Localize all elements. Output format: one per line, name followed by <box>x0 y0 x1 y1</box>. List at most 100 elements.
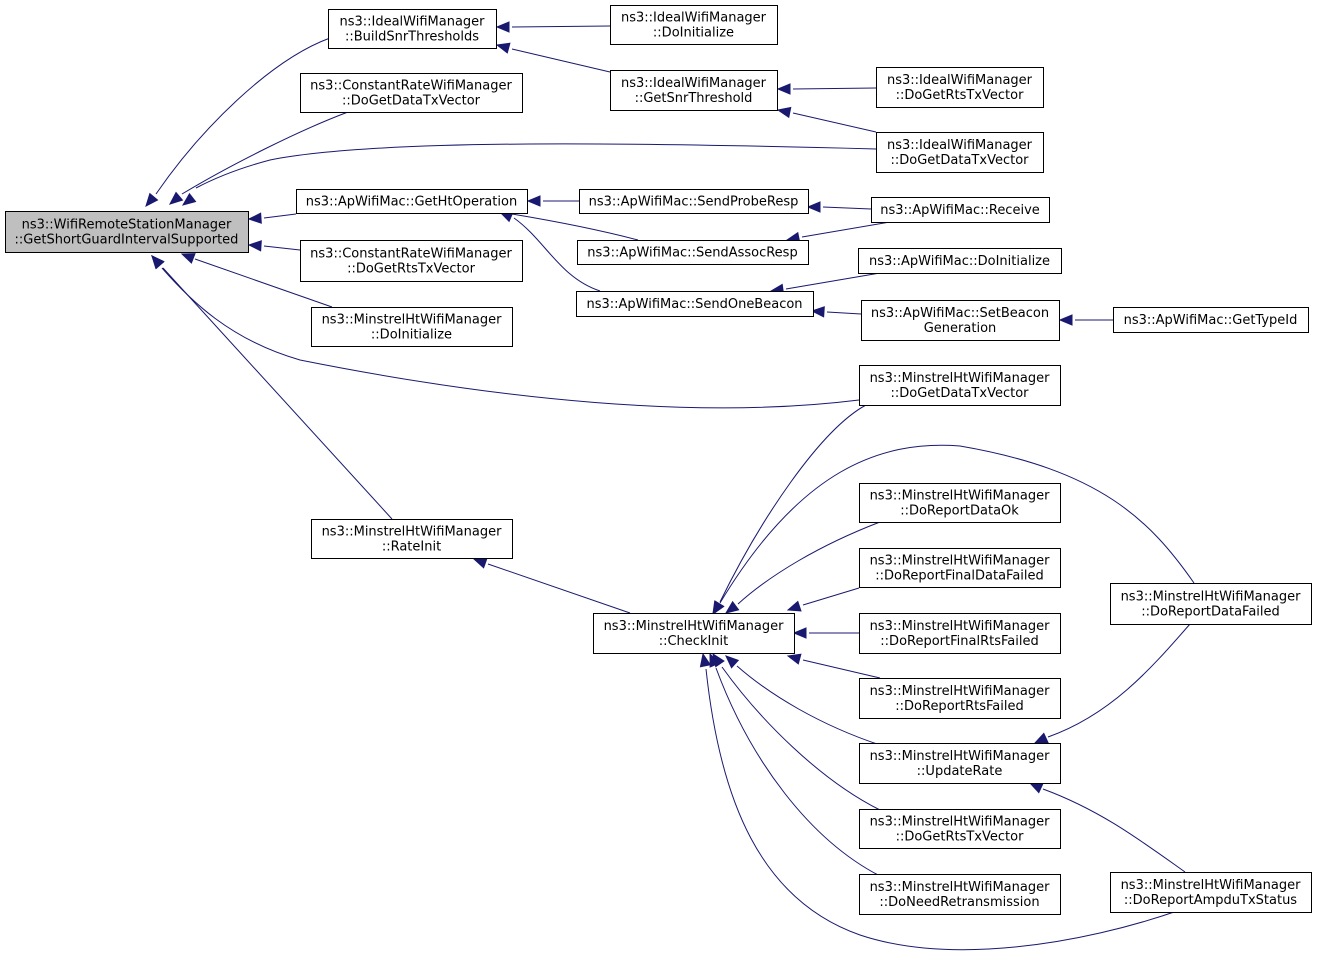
node-box <box>610 5 778 45</box>
node-box <box>859 365 1061 406</box>
node-box <box>858 248 1062 274</box>
node-box <box>859 548 1061 588</box>
node-box <box>577 240 809 265</box>
edge-arrowhead <box>786 600 802 612</box>
edge-arrowhead <box>247 240 262 252</box>
node-mhwm_rinit[interactable]: ns3::MinstrelHtWifiManager::RateInit <box>311 519 513 559</box>
edge-arrowhead <box>145 192 159 207</box>
node-label-line: ns3::IdealWifiManager <box>339 15 485 30</box>
edge-mhwm_ur-to-mhwm_ci <box>725 655 881 746</box>
node-iwm_gst[interactable]: ns3::IdealWifiManager::GetSnrThreshold <box>610 70 778 111</box>
node-root[interactable]: ns3::WifiRemoteStationManager::GetShortG… <box>5 211 249 253</box>
edge-crwm_gdtx-to-root <box>169 111 349 205</box>
node-mhwm_rdf[interactable]: ns3::MinstrelHtWifiManager::DoReportData… <box>1110 583 1312 625</box>
node-apm_init[interactable]: ns3::ApWifiMac::DoInitialize <box>858 248 1062 274</box>
node-apm_recv[interactable]: ns3::ApWifiMac::Receive <box>871 197 1050 223</box>
node-apm_sar[interactable]: ns3::ApWifiMac::SendAssocResp <box>577 240 809 265</box>
node-mhwm_rdok[interactable]: ns3::MinstrelHtWifiManager::DoReportData… <box>859 483 1061 523</box>
edge-arrowhead <box>776 106 792 119</box>
node-box <box>876 132 1044 173</box>
node-label-line: ns3::MinstrelHtWifiManager <box>870 880 1051 895</box>
edge-line <box>736 665 881 746</box>
node-label-line: ns3::ApWifiMac::GetTypeId <box>1124 313 1298 328</box>
node-label-line: ::DoReportRtsFailed <box>895 699 1023 714</box>
node-apm_spr[interactable]: ns3::ApWifiMac::SendProbeResp <box>579 189 809 214</box>
node-box <box>861 300 1060 341</box>
node-mhwm_rrf[interactable]: ns3::MinstrelHtWifiManager::DoReportRtsF… <box>859 678 1061 719</box>
node-label-line: ns3::IdealWifiManager <box>621 11 767 26</box>
edge-mhwm_gdtx-to-mhwm_ci <box>712 404 867 616</box>
node-iwm_init[interactable]: ns3::IdealWifiManager::DoInitialize <box>610 5 778 45</box>
node-apm_gho[interactable]: ns3::ApWifiMac::GetHtOperation <box>296 189 528 214</box>
edge-arrowhead <box>495 21 510 33</box>
node-box <box>859 613 1061 654</box>
node-box <box>1110 872 1312 913</box>
edge-arrowhead <box>1033 732 1049 744</box>
node-label-line: ns3::MinstrelHtWifiManager <box>1121 878 1302 893</box>
node-mhwm_ci[interactable]: ns3::MinstrelHtWifiManager::CheckInit <box>593 613 795 654</box>
edge-line <box>511 25 611 28</box>
node-label-line: ::BuildSnrThresholds <box>345 30 479 45</box>
edge-arrowhead <box>776 83 791 95</box>
node-crwm_gdtx[interactable]: ns3::ConstantRateWifiManager::DoGetDataT… <box>300 73 523 113</box>
edge-line <box>263 245 301 251</box>
edge-line <box>705 668 1181 951</box>
node-label-line: ns3::MinstrelHtWifiManager <box>870 684 1051 699</box>
node-label-line: ns3::ApWifiMac::SendAssocResp <box>587 246 797 261</box>
node-label-line: ::DoGetRtsTxVector <box>896 88 1025 103</box>
edge-line <box>161 267 860 409</box>
node-label-line: ns3::MinstrelHtWifiManager <box>322 525 503 540</box>
node-iwm_bst[interactable]: ns3::IdealWifiManager::BuildSnrThreshold… <box>328 9 497 49</box>
node-mhwm_init[interactable]: ns3::MinstrelHtWifiManager::DoInitialize <box>311 307 513 347</box>
node-label-line: ::DoNeedRetransmission <box>879 895 1039 910</box>
node-box <box>871 197 1050 223</box>
node-iwm_gdtx[interactable]: ns3::IdealWifiManager::DoGetDataTxVector <box>876 132 1044 173</box>
node-apm_gti[interactable]: ns3::ApWifiMac::GetTypeId <box>1113 307 1309 333</box>
node-mhwm_gdtx[interactable]: ns3::MinstrelHtWifiManager::DoGetDataTxV… <box>859 365 1061 406</box>
edge-iwm_gst-to-iwm_bst <box>495 42 611 73</box>
node-mhwm_ratx[interactable]: ns3::MinstrelHtWifiManager::DoReportAmpd… <box>1110 872 1312 913</box>
node-box <box>876 67 1044 108</box>
edge-apm_sbg-to-apm_sob <box>810 306 862 318</box>
node-label-line: ns3::ConstantRateWifiManager <box>310 79 512 94</box>
node-label-line: ::GetSnrThreshold <box>635 91 753 106</box>
node-apm_sob[interactable]: ns3::ApWifiMac::SendOneBeacon <box>576 291 814 317</box>
node-box <box>311 307 513 347</box>
node-box <box>593 613 795 654</box>
edge-iwm_grts-to-iwm_gst <box>776 83 877 95</box>
edge-line <box>511 213 639 241</box>
edge-line <box>511 48 611 73</box>
node-iwm_grts[interactable]: ns3::IdealWifiManager::DoGetRtsTxVector <box>876 67 1044 108</box>
edge-line <box>737 521 881 605</box>
node-mhwm_rfdf[interactable]: ns3::MinstrelHtWifiManager::DoReportFina… <box>859 548 1061 588</box>
node-box <box>5 211 249 253</box>
edge-arrowhead <box>699 652 712 668</box>
edge-iwm_init-to-iwm_bst <box>495 21 611 33</box>
node-box <box>579 189 809 214</box>
edge-iwm_gdtx-to-iwm_gst <box>776 106 877 133</box>
node-mhwm_nrt[interactable]: ns3::MinstrelHtWifiManager::DoNeedRetran… <box>859 874 1061 915</box>
edge-apm_gho-to-root <box>247 212 297 224</box>
node-crwm_grts[interactable]: ns3::ConstantRateWifiManager::DoGetRtsTx… <box>300 240 523 282</box>
edge-crwm_grts-to-root <box>247 240 301 252</box>
edge-arrowhead <box>712 600 725 616</box>
node-label-line: ns3::MinstrelHtWifiManager <box>870 489 1051 504</box>
node-mhwm_rfrf[interactable]: ns3::MinstrelHtWifiManager::DoReportFina… <box>859 613 1061 654</box>
edge-arrowhead <box>725 655 740 669</box>
edge-apm_spr-to-apm_gho <box>526 195 579 207</box>
edge-line <box>487 563 631 614</box>
node-label-line: ns3::IdealWifiManager <box>887 73 1033 88</box>
node-label-line: ns3::MinstrelHtWifiManager <box>870 371 1051 386</box>
node-label-line: ::DoGetDataTxVector <box>891 153 1030 168</box>
nodes-layer: ns3::WifiRemoteStationManager::GetShortG… <box>5 5 1312 915</box>
node-label-line: ::DoReportDataOk <box>900 504 1019 519</box>
node-label-line: ns3::MinstrelHtWifiManager <box>1121 590 1302 605</box>
edge-iwm_bst-to-root <box>145 37 331 207</box>
node-mhwm_grts[interactable]: ns3::MinstrelHtWifiManager::DoGetRtsTxVe… <box>859 809 1061 849</box>
edge-line <box>801 221 891 238</box>
node-box <box>859 874 1061 915</box>
node-mhwm_ur[interactable]: ns3::MinstrelHtWifiManager::UpdateRate <box>859 743 1061 784</box>
node-box <box>311 519 513 559</box>
